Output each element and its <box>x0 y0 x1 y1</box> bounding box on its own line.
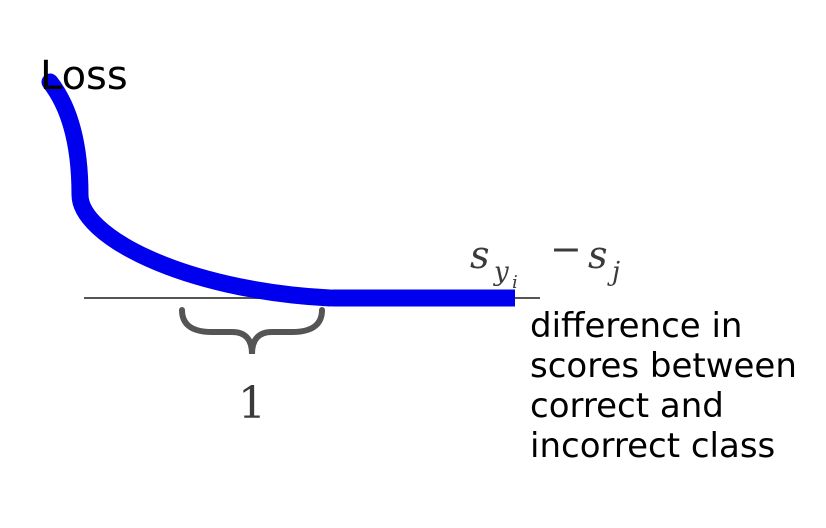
description-line: correct and <box>530 386 724 426</box>
margin-label: 1 <box>238 378 266 429</box>
description-line: incorrect class <box>530 426 776 466</box>
x-label-minus: − <box>550 227 582 271</box>
x-label-base1: s <box>470 233 490 277</box>
loss-axis-label: Loss <box>40 53 128 99</box>
x-label-subsub1: i <box>512 272 518 293</box>
x-label-sub2: j <box>607 257 620 287</box>
description-line: scores between <box>530 346 797 386</box>
x-axis-math-label: s y i − s j <box>470 227 620 293</box>
description-line: difference in <box>530 306 743 346</box>
x-label-base2: s <box>588 233 608 277</box>
x-label-sub1: y <box>493 257 509 287</box>
x-axis-description: difference in scores between correct and… <box>530 306 820 466</box>
margin-brace <box>179 307 325 355</box>
loss-curve-decreasing <box>41 73 339 307</box>
